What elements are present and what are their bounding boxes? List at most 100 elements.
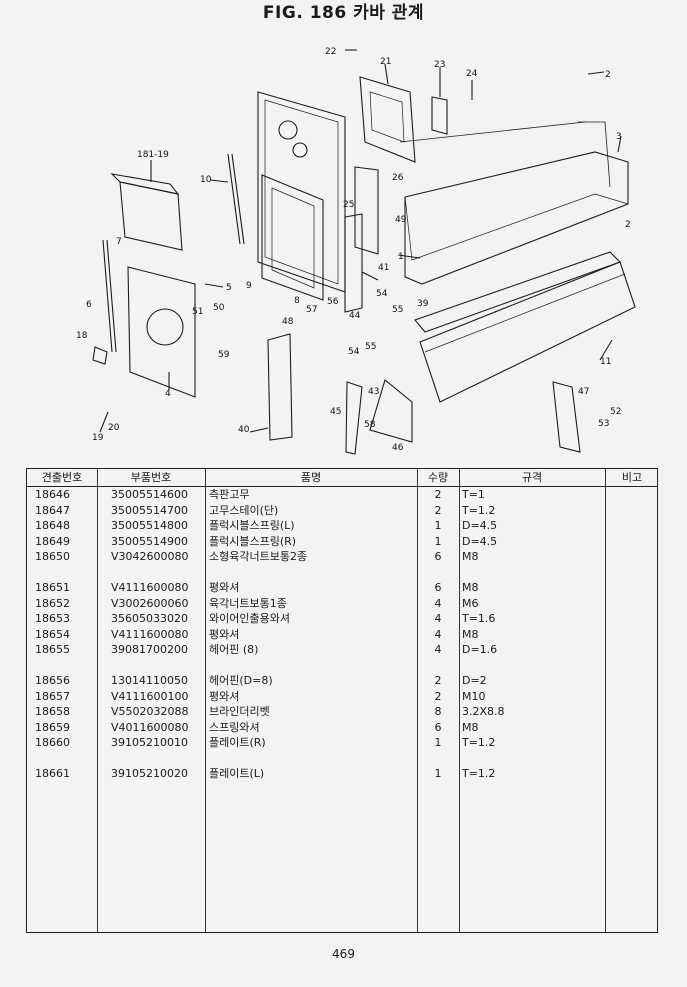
header-divider — [27, 486, 657, 487]
quantity-cell: 1 — [434, 736, 442, 749]
callout-label: 55 — [365, 342, 376, 352]
callout-label: 41 — [378, 263, 389, 273]
callout-label: 51 — [192, 307, 203, 317]
spec-cell: T=1 — [462, 488, 485, 501]
table-row: 18656 13014110050 헤어핀(D=8) 2 D=2 — [27, 673, 657, 689]
quantity-cell: 4 — [434, 643, 442, 656]
quantity-cell: 2 — [434, 503, 442, 517]
callout-label: 1 — [398, 252, 404, 262]
spec-cell: D=4.5 — [462, 534, 498, 548]
spec-cell: T=1.2 — [462, 736, 496, 749]
column-divider — [459, 469, 460, 932]
exploded-parts-diagram: 22 21 23 24 2 181-19 10 3 26 25 7 49 2 1… — [76, 47, 636, 455]
ref-number-cell: 18652 — [35, 596, 70, 610]
callout-label: 50 — [213, 303, 225, 313]
part-number-cell: V3002600060 — [111, 596, 189, 610]
callout-label: 19 — [92, 433, 104, 443]
part-name-cell: 측판고무 — [209, 488, 250, 501]
spec-cell: M8 — [462, 550, 479, 563]
page-number: 469 — [332, 947, 355, 961]
callout-label: 9 — [246, 281, 252, 291]
callout-label: 5 — [226, 283, 232, 293]
part-name-cell: 소형육각너트보통2종 — [209, 550, 308, 563]
part-name-cell: 헤어핀(D=8) — [209, 674, 273, 687]
column-divider — [97, 469, 98, 932]
callout-label: 59 — [218, 350, 230, 360]
callout-label: 44 — [349, 311, 361, 321]
part-number-cell: 35005514600 — [111, 488, 188, 501]
callout-label: 23 — [434, 60, 445, 70]
part-number-cell: 35005514900 — [111, 534, 188, 548]
callout-label: 52 — [610, 407, 621, 417]
part-name-cell: 스프링와셔 — [209, 720, 260, 734]
ref-number-cell: 18659 — [35, 720, 70, 734]
quantity-cell: 1 — [434, 519, 442, 532]
ref-number-cell: 18658 — [35, 705, 70, 718]
callout-label: 45 — [330, 407, 341, 417]
callout-label: 2 — [605, 70, 611, 80]
part-number-cell: V4111600080 — [111, 627, 189, 641]
part-name-cell: 플럭시블스프링(L) — [209, 519, 295, 532]
part-number-cell: 39105210020 — [111, 767, 188, 780]
callout-label: 3 — [616, 132, 622, 142]
quantity-cell: 4 — [434, 612, 442, 625]
part-number-cell: 35605033020 — [111, 612, 188, 625]
ref-number-cell: 18654 — [35, 627, 70, 641]
table-row: 18661 39105210020 플레이트(L) 1 T=1.2 — [27, 766, 657, 782]
callout-label: 57 — [306, 305, 317, 315]
callout-label: 47 — [578, 387, 589, 397]
spec-cell: D=2 — [462, 674, 487, 687]
table-spacer-row — [27, 565, 657, 581]
part-number-cell: 13014110050 — [111, 674, 188, 687]
callout-label: 25 — [343, 200, 354, 210]
quantity-cell: 4 — [434, 627, 442, 641]
quantity-cell: 1 — [434, 767, 442, 780]
callout-label: 20 — [108, 423, 120, 433]
column-divider — [417, 469, 418, 932]
part-number-cell: V3042600080 — [111, 550, 189, 563]
callout-label: 10 — [200, 175, 212, 185]
callout-label: 39 — [417, 299, 429, 309]
part-name-cell: 헤어핀 (8) — [209, 643, 259, 656]
callout-label: 56 — [327, 297, 339, 307]
spec-cell: M8 — [462, 581, 479, 594]
callout-label: 54 — [376, 289, 388, 299]
callout-label: 21 — [380, 57, 391, 67]
header-part-name: 품명 — [300, 471, 322, 484]
ref-number-cell: 18646 — [35, 488, 70, 501]
callout-label: 58 — [364, 420, 376, 430]
spec-cell: T=1.2 — [462, 767, 496, 780]
part-number-cell: V4011600080 — [111, 720, 189, 734]
quantity-cell: 8 — [434, 705, 442, 718]
callout-label: 22 — [325, 47, 336, 57]
part-name-cell: 고무스테이(단) — [209, 503, 279, 517]
page-title: FIG. 186 카바 관계 — [262, 3, 425, 23]
callout-label: 11 — [600, 357, 611, 367]
callout-label: 18 — [76, 331, 88, 341]
part-name-cell: 육각너트보통1종 — [209, 596, 287, 610]
ref-number-cell: 18649 — [35, 534, 70, 548]
part-number-cell: V4111600080 — [111, 581, 189, 594]
spec-cell: D=1.6 — [462, 643, 498, 656]
quantity-cell: 2 — [434, 674, 442, 687]
header-quantity: 수량 — [427, 471, 449, 484]
part-name-cell: 브라인더리벳 — [209, 705, 270, 718]
part-name-cell: 플레이트(L) — [209, 767, 265, 780]
callout-label: 40 — [238, 425, 250, 435]
part-number-cell: V5502032088 — [111, 705, 189, 718]
quantity-cell: 2 — [434, 689, 442, 703]
ref-number-cell: 18661 — [35, 767, 70, 780]
ref-number-cell: 18656 — [35, 674, 70, 687]
